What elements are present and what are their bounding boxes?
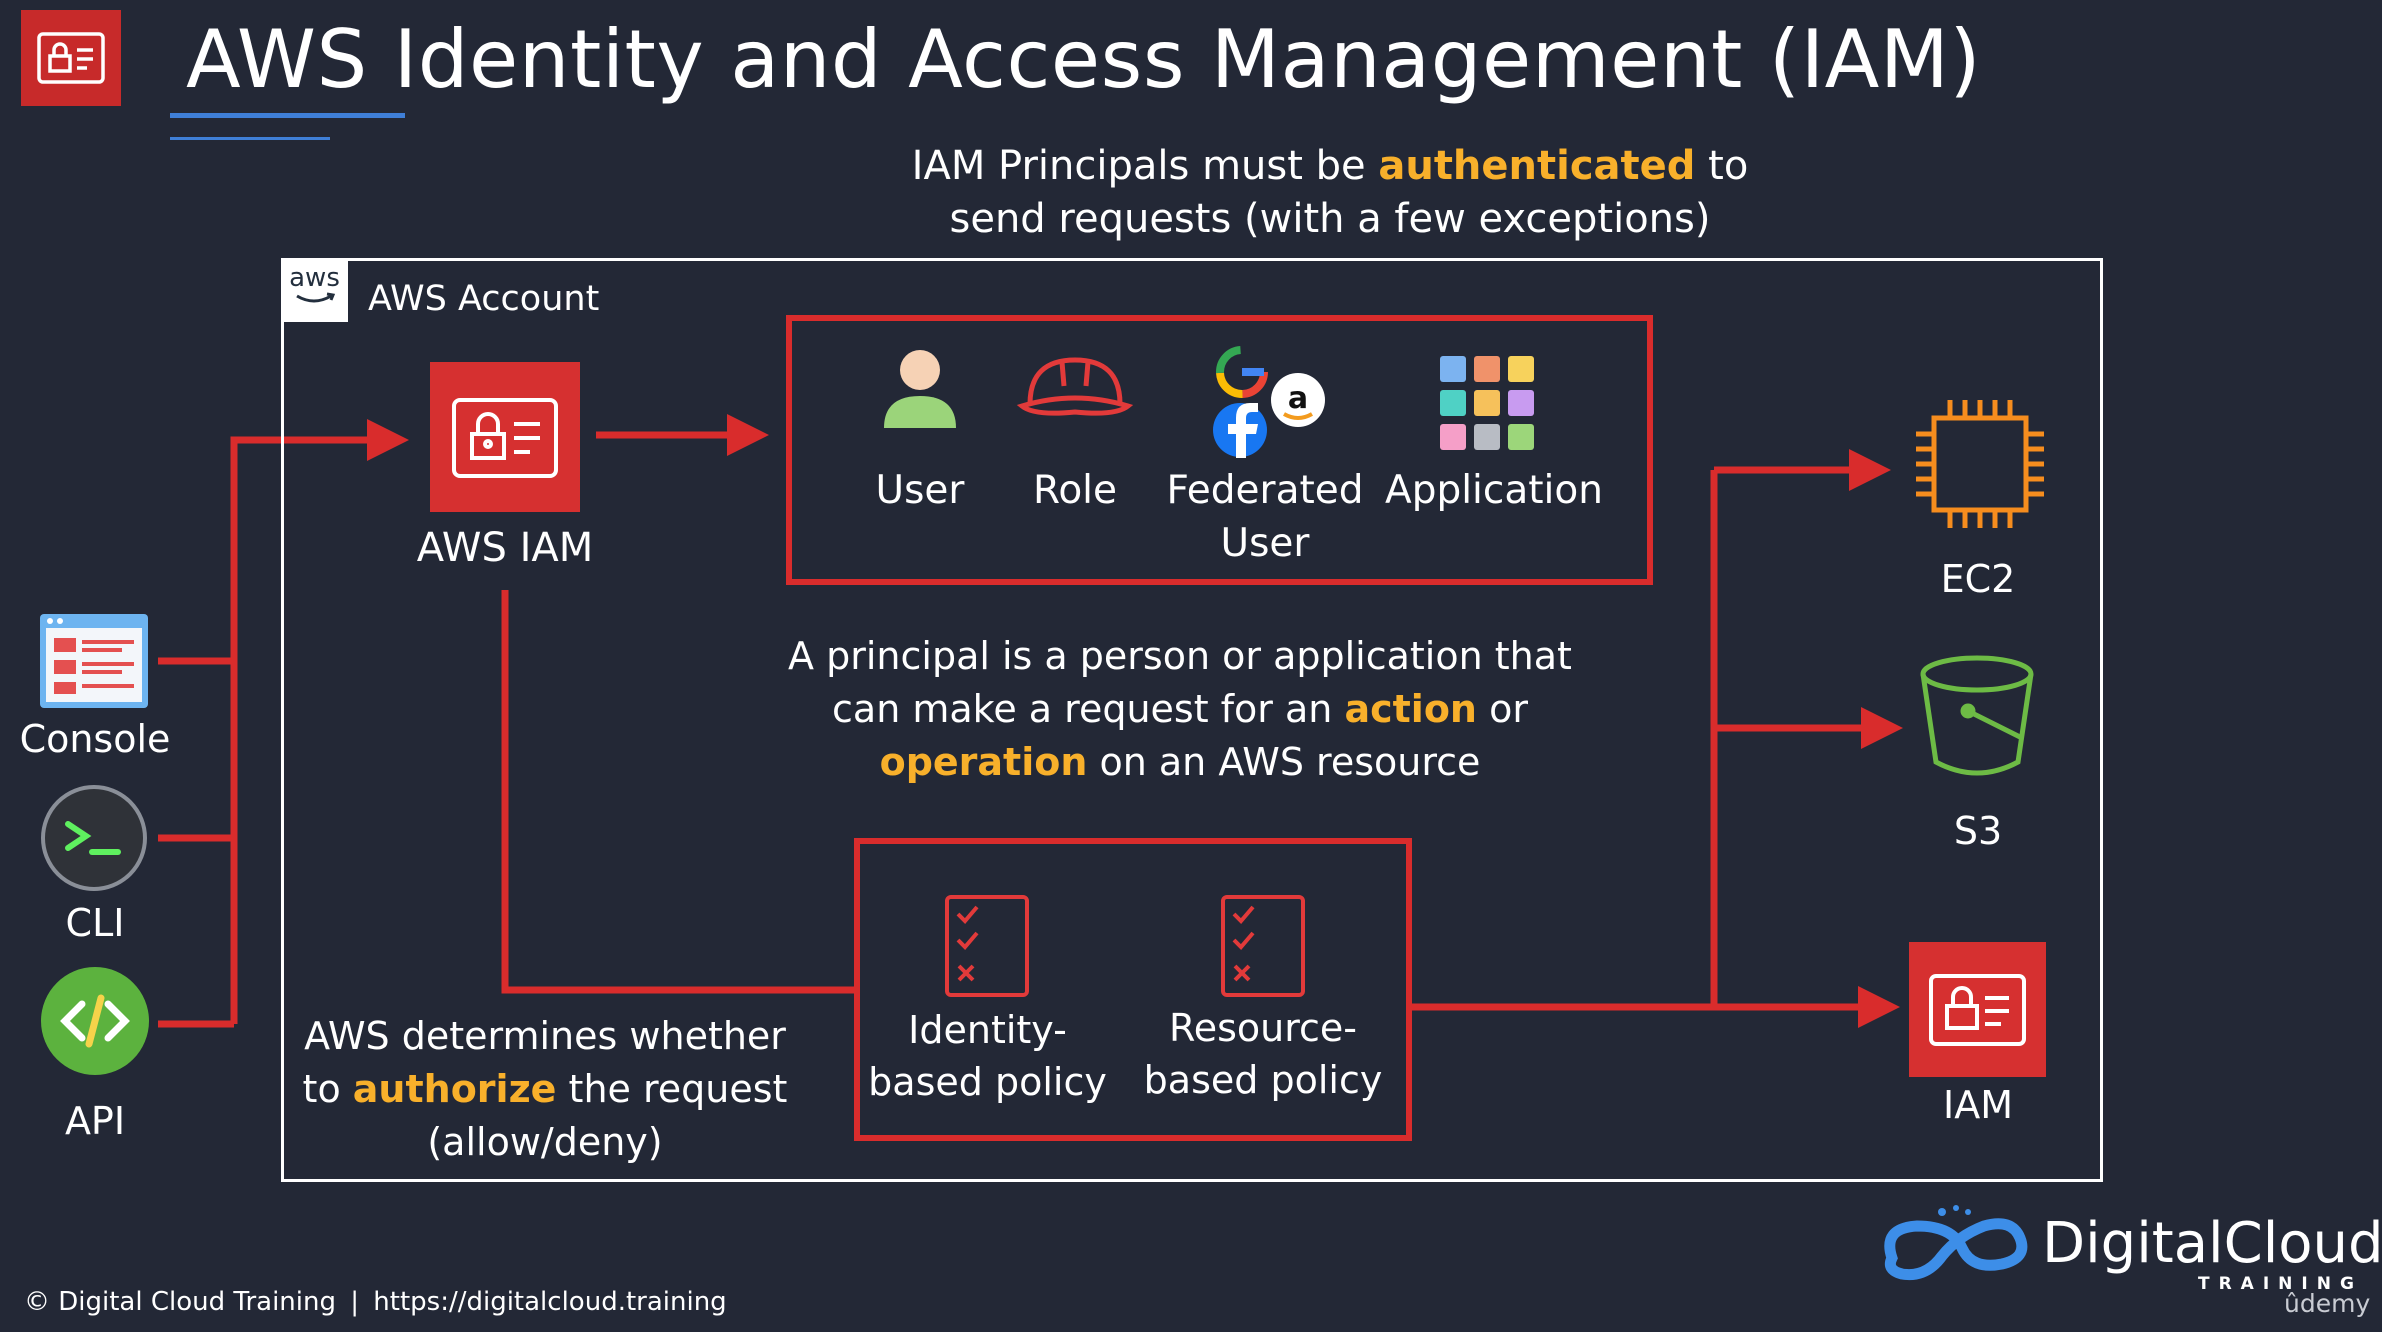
client-label-cli: CLI (65, 901, 125, 945)
authenticated-highlight: authenticated (1378, 143, 1696, 189)
aws-account-label: AWS Account (368, 279, 600, 319)
authorize-highlight: authorize (352, 1067, 557, 1111)
brand-name: DigitalCloud (2042, 1211, 2382, 1276)
resource-label-iam: IAM (1943, 1083, 2013, 1127)
title-underline-secondary (170, 137, 330, 140)
iam-resource-icon (1909, 942, 2046, 1077)
principal-label-role: Role (1032, 468, 1118, 513)
resource-based-policy-label: Resource- based policy (1143, 1006, 1383, 1102)
action-highlight: action (1344, 687, 1477, 731)
client-label-api: API (64, 1099, 126, 1143)
title-underline (170, 113, 405, 118)
identity-based-policy-label: Identity- based policy (868, 1008, 1107, 1104)
brand-subtitle: TRAINING (2198, 1274, 2363, 1294)
browser-console-icon (40, 614, 148, 708)
code-brackets-icon (40, 966, 150, 1076)
authentication-note: IAM Principals must be authenticated to … (911, 143, 1749, 242)
principal-label-application: Application (1385, 468, 1603, 513)
operation-highlight: operation (879, 740, 1088, 784)
resource-label-s3: S3 (1953, 809, 2003, 853)
resource-policy-checklist-icon (1220, 894, 1306, 998)
user-icon (872, 344, 968, 430)
federated-identity-icon: a (1206, 342, 1336, 460)
resource-label-ec2: EC2 (1940, 557, 2016, 601)
policies-group (854, 838, 1412, 1141)
application-grid-icon (1438, 354, 1538, 454)
aws-iam-service-icon (430, 362, 580, 512)
principal-label-federated-user: Federated User (1166, 468, 1364, 566)
udemy-watermark: ûdemy (2284, 1289, 2371, 1318)
principals-group (786, 315, 1653, 585)
principal-label-user: User (875, 468, 965, 513)
svg-text:a: a (1288, 381, 1308, 416)
identity-policy-checklist-icon (944, 894, 1030, 998)
iam-to-policies-line (501, 590, 854, 994)
aws-account-frame (281, 258, 2103, 1182)
aws-iam-label: AWS IAM (416, 525, 594, 571)
iam-logo-icon (21, 10, 121, 106)
slide-title: AWS Identity and Access Management (IAM) (186, 13, 1982, 106)
principal-description: A principal is a person or application t… (788, 634, 1572, 784)
terminal-icon (40, 784, 148, 892)
hard-hat-icon (1016, 350, 1134, 420)
aws-logo-icon: aws (281, 258, 348, 322)
client-label-console: Console (19, 717, 171, 761)
digitalcloud-logo-icon (1872, 1198, 2032, 1288)
chip-icon (1912, 396, 2048, 532)
authorization-note: AWS determines whether to authorize the … (302, 1014, 788, 1164)
bucket-icon (1918, 654, 2036, 780)
clients-trunk-arrow (230, 419, 409, 1024)
footer-url-link[interactable]: https://digitalcloud.training (373, 1287, 727, 1317)
footer-copyright: © Digital Cloud Training | https://digit… (24, 1287, 727, 1317)
